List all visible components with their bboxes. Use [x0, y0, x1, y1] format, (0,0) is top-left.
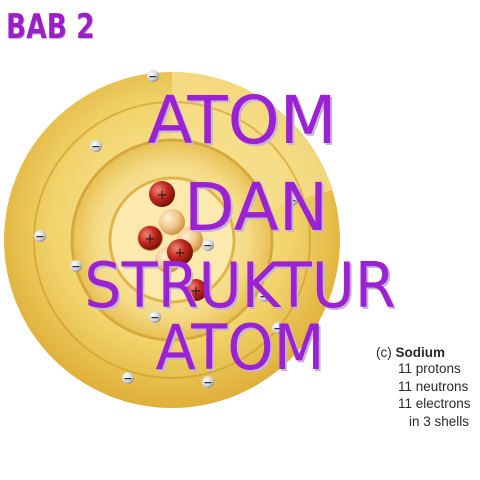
- proton: [185, 279, 207, 301]
- caption-line-neutrons: 11 neutrons: [398, 378, 469, 394]
- electron: −: [149, 311, 161, 324]
- svg-text:−: −: [287, 194, 296, 207]
- svg-text:−: −: [203, 239, 212, 252]
- electron: −: [258, 290, 270, 303]
- title-line-1: ATOM: [147, 82, 337, 159]
- electron: −: [272, 322, 284, 335]
- proton-sign: +: [191, 284, 202, 299]
- svg-text:−: −: [150, 311, 159, 324]
- proton: [167, 239, 193, 265]
- proton-sign: +: [175, 246, 186, 261]
- electron: −: [90, 140, 102, 153]
- svg-text:−: −: [71, 260, 80, 273]
- electron: −: [286, 194, 298, 207]
- chapter-badge: BAB 2: [6, 7, 95, 47]
- title-line-2: DAN: [183, 169, 329, 246]
- caption-line-shells: in 3 shells: [409, 413, 470, 429]
- electron: −: [202, 376, 214, 389]
- nucleus: + + + +: [137, 181, 207, 301]
- caption-letter: (c): [376, 345, 392, 360]
- sodium-caption: (c) Sodium 11 protons 11 neutrons 11 ele…: [376, 345, 471, 430]
- electron: −: [34, 230, 46, 243]
- caption-line-protons: 11 protons: [398, 361, 461, 376]
- electron: −: [70, 260, 82, 273]
- proton: [138, 226, 162, 250]
- electron: −: [147, 70, 159, 83]
- svg-text:−: −: [35, 230, 44, 243]
- proton-sign: +: [145, 232, 156, 247]
- title-line-3: STRUKTUR ATOM: [84, 249, 396, 384]
- electron: −: [122, 372, 134, 385]
- electron: −: [202, 239, 214, 252]
- caption-line-electrons: 11 electrons: [398, 396, 471, 411]
- svg-text:−: −: [273, 322, 282, 335]
- neutron: [159, 209, 185, 235]
- svg-text:−: −: [91, 140, 100, 153]
- caption-element-name: Sodium: [395, 345, 446, 360]
- shell-ring-3: [33, 101, 311, 379]
- proton-sign: +: [157, 188, 168, 203]
- caption-title: (c) Sodium: [376, 345, 471, 360]
- shell-ring-1: [108, 176, 236, 304]
- svg-text:−: −: [123, 372, 132, 385]
- svg-text:−: −: [203, 376, 212, 389]
- electrons: − − − − − − − − − − −: [34, 70, 298, 389]
- svg-text:−: −: [148, 70, 157, 83]
- svg-text:−: −: [259, 290, 268, 303]
- proton: [149, 181, 175, 207]
